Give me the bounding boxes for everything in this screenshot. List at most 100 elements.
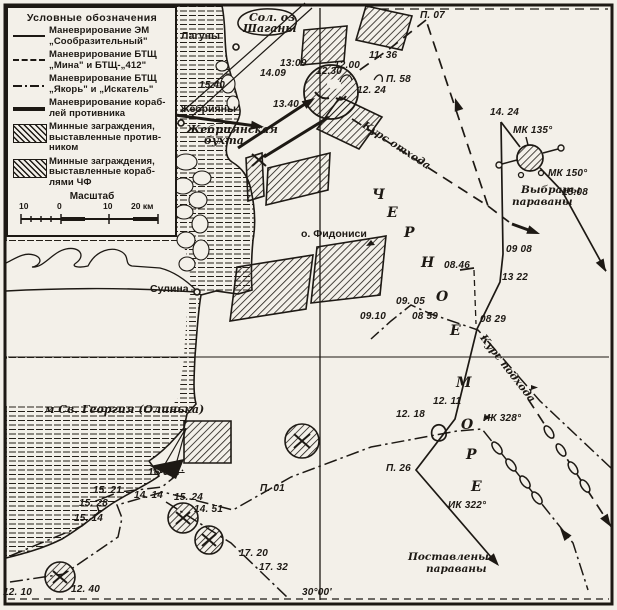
map-label: 14. 24 [490, 107, 520, 118]
map-label: Сулина [150, 283, 189, 295]
map-label: 12. 11 [433, 396, 462, 407]
hatch-icon [13, 157, 49, 178]
map-label: о. Фидониси [301, 228, 367, 240]
map-label: 13.40 [273, 99, 300, 110]
wreck-x [251, 153, 267, 167]
map-label: бухта [204, 134, 244, 147]
map-label: Курс подхода [477, 332, 538, 405]
map-label: 08 29 [480, 314, 507, 325]
map-label: Жебрияны [180, 103, 236, 115]
attack-lane [181, 2, 313, 119]
map-label: 11. 36 [369, 50, 398, 61]
sea-name-letter: О [436, 289, 450, 305]
map-label: П. 58 [386, 74, 411, 85]
exit-arrow [595, 258, 606, 272]
map-label: 12.30 [316, 66, 343, 77]
legend-item-label: Маневрирование БТЩ„Мина" и БТЩ-„412" [49, 49, 157, 71]
map-label: Лагуны [181, 30, 220, 42]
map-label: Сол. оз [249, 11, 296, 24]
plain-interior [6, 241, 191, 356]
mine-circles [44, 64, 359, 593]
sea-name-letter: Ч [372, 187, 386, 203]
scale-tick: 10 [103, 201, 113, 211]
map-label: Поставлены [408, 551, 489, 563]
map-label: м Св. Георгия (Олинька) [44, 403, 205, 416]
course-arrow [526, 225, 540, 234]
sea-name-letter: Р [404, 225, 416, 241]
map-label: 14. 14 [134, 490, 164, 501]
map-label: 08 59 [412, 311, 439, 322]
map-frame [3, 3, 614, 606]
delta-lakes [172, 60, 240, 272]
map-label: ИК 328° [483, 413, 522, 424]
map-label: 12. 40 [71, 584, 101, 595]
line-dashdot-icon [13, 74, 49, 89]
map-label: 30°00' [302, 587, 332, 598]
map-label: П. 07 [420, 10, 445, 21]
map-label: 13:09 [280, 58, 307, 69]
map-label: П. 01 [260, 483, 285, 494]
enemy-arrow [250, 120, 264, 130]
map-label: МК 150° [548, 168, 588, 179]
map-label: Выбраны [521, 184, 581, 196]
legend-title: Условные обозначения [26, 12, 158, 24]
map-label: 14. 51 [194, 504, 224, 515]
legend-box: Условные обозначения Маневрирование ЭМ„С… [6, 6, 177, 237]
paravane-set-arrow [487, 553, 499, 566]
legend-items: Маневрирование ЭМ„Сообразительный"Маневр… [13, 25, 171, 189]
line-thick-icon [13, 98, 49, 111]
map-label: 12.00 [334, 60, 361, 71]
chain-right-arrow [600, 513, 611, 527]
map-label: ИК 322° [448, 500, 487, 511]
legend-item-3: Маневрирование кораб-лей противника [13, 97, 171, 119]
scale-title: Масштаб [69, 191, 115, 202]
legend-item-label: Маневрирование БТЩ„Якорь" и „Искатель" [49, 73, 157, 95]
plain-interior2 [6, 359, 184, 406]
map-label: П. 26 [386, 463, 411, 474]
map-label: 08.46 [444, 260, 471, 271]
sea-name-letter: Е [471, 479, 483, 495]
p07-arrow [454, 98, 464, 112]
legend-item-0: Маневрирование ЭМ„Сообразительный" [13, 25, 171, 47]
scale-tick: 20 км [131, 201, 154, 211]
map-label: параваны [426, 563, 487, 575]
map-label: 15. 28 [79, 498, 109, 509]
legend-item-2: Маневрирование БТЩ„Якорь" и „Искатель" [13, 73, 171, 95]
enemy-arrow2 [301, 98, 315, 109]
fidonisi-island [366, 240, 375, 246]
map-label: 17. 32 [259, 562, 289, 573]
map-label: МК 135° [513, 125, 553, 136]
legend-item-label: Минные заграждения,выставленные кораб-ля… [49, 155, 156, 188]
sea-name-letter: Р [466, 447, 478, 463]
minefields [183, 5, 414, 464]
map-label: Курс отхода [360, 119, 433, 173]
danube-branch [5, 287, 198, 293]
legend-item-5: Минные заграждения,выставленные кораб-ля… [13, 155, 171, 189]
map-label: 12. 18 [396, 409, 426, 420]
line-dashed-icon [13, 50, 49, 61]
scale-tick: 10 [19, 201, 29, 211]
map-label: 09. 05 [396, 296, 426, 307]
dashed-link [473, 269, 477, 325]
scale-bar: Масштаб 10 0 10 20 км [13, 191, 171, 230]
settlement-markers [177, 43, 240, 296]
lake-shagany [237, 8, 298, 36]
map-label: Жебриянская [186, 123, 278, 136]
scale-tick: 0 [57, 201, 62, 211]
sea-name-letter: Е [450, 323, 462, 339]
map-label: 16-00— [148, 467, 185, 478]
ship-symbols [485, 385, 591, 505]
map-label: 12. 10 [3, 587, 33, 598]
river-winding [5, 247, 198, 292]
track-yakor-iskatel [9, 304, 612, 600]
track-enemy [167, 100, 330, 159]
map-label: 09.10 [360, 311, 387, 322]
map-label: 15. 14 [74, 513, 104, 524]
legend-item-1: Маневрирование БТЩ„Мина" и БТЩ-„412" [13, 49, 171, 71]
map-label: 12. 24 [357, 85, 387, 96]
map-label: 15. 21 [93, 485, 123, 496]
hatch-icon [13, 122, 49, 143]
sea-name-letter: Н [421, 255, 436, 271]
